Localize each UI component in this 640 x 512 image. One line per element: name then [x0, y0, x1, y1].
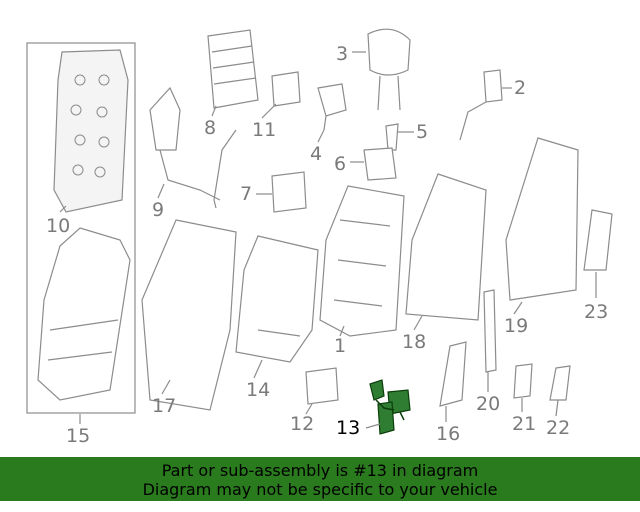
part-4 [317, 83, 347, 117]
part-7 [271, 171, 307, 213]
part-22 [549, 365, 571, 401]
part-18 [405, 173, 487, 321]
part-6 [363, 147, 397, 181]
label-15: 15 [66, 425, 90, 447]
label-14: 14 [246, 379, 270, 401]
part-3 [367, 28, 411, 76]
part-17 [141, 219, 237, 411]
label-18: 18 [402, 331, 426, 353]
part-19 [505, 137, 579, 301]
part-14 [235, 235, 319, 363]
part-11 [271, 71, 301, 107]
banner-line-2: Diagram may not be specific to your vehi… [142, 480, 498, 499]
part-12 [305, 367, 339, 405]
info-banner: Part or sub-assembly is #13 in diagram D… [0, 457, 640, 501]
label-17: 17 [152, 395, 176, 417]
label-1: 1 [334, 335, 346, 357]
part-15 [37, 227, 131, 401]
label-2: 2 [514, 77, 526, 99]
label-13: 13 [336, 417, 360, 439]
part-20 [483, 289, 497, 373]
part-1 [319, 185, 405, 337]
label-11: 11 [252, 119, 276, 141]
label-22: 22 [546, 417, 570, 439]
parts-diagram: 1 2 3 4 5 6 7 8 9 10 11 12 13 14 15 16 1… [26, 28, 613, 447]
part-13-highlighted [369, 379, 411, 435]
part-10-holes [70, 74, 110, 178]
label-19: 19 [504, 315, 528, 337]
label-6: 6 [334, 153, 346, 175]
part-10 [53, 49, 129, 213]
leader-lines [59, 51, 597, 429]
part-16 [439, 341, 467, 407]
label-5: 5 [416, 121, 428, 143]
label-8: 8 [204, 117, 216, 139]
part-5 [385, 123, 399, 151]
label-3: 3 [336, 43, 348, 65]
label-10: 10 [46, 215, 70, 237]
part-9 [149, 86, 181, 151]
label-23: 23 [584, 301, 608, 323]
label-21: 21 [512, 413, 536, 435]
part-23 [583, 209, 613, 271]
part-10-15-frame [26, 42, 136, 414]
banner-line-1: Part or sub-assembly is #13 in diagram [161, 461, 479, 480]
label-20: 20 [476, 393, 500, 415]
part-21 [513, 363, 533, 399]
part-2 [483, 69, 503, 103]
part-8 [207, 29, 259, 109]
label-12: 12 [290, 413, 314, 435]
label-16: 16 [436, 423, 460, 445]
label-9: 9 [152, 199, 164, 221]
label-4: 4 [310, 143, 322, 165]
label-7: 7 [240, 183, 252, 205]
